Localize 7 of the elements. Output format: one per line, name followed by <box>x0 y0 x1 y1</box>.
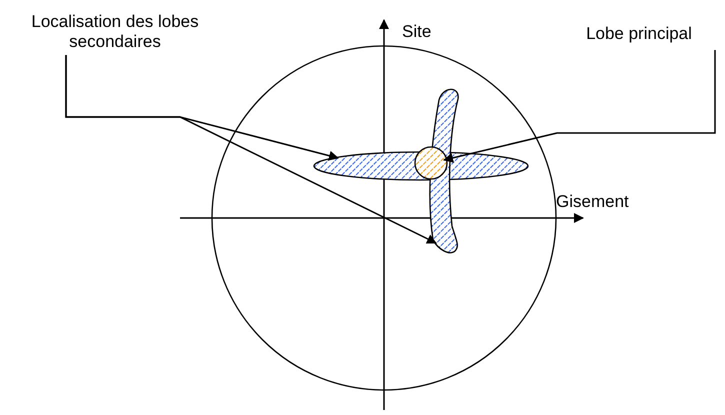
axis-label: Site <box>402 22 432 42</box>
callout-label: Localisation des lobes secondaires <box>20 12 210 52</box>
main-lobe-circle <box>414 146 448 180</box>
axis-label: Gisement <box>556 192 629 212</box>
callout-label: Lobe principal <box>556 24 722 44</box>
leader-line <box>443 50 716 163</box>
leader-line <box>65 55 437 244</box>
